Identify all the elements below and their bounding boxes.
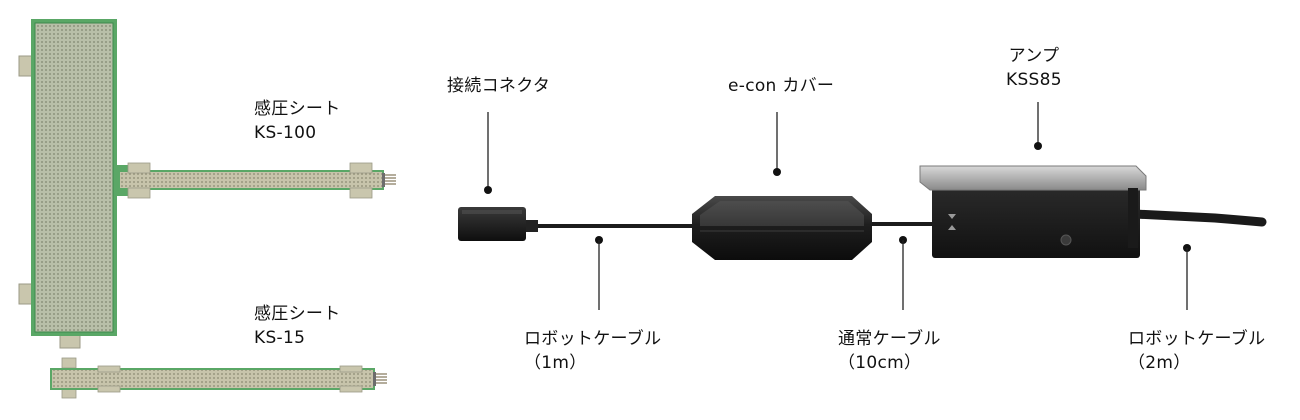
label-sensor-ks100: 感圧シート KS-100 <box>254 97 341 145</box>
label-amp: アンプ KSS85 <box>1006 44 1062 92</box>
label-connector: 接続コネクタ <box>447 74 550 98</box>
robot-cable-1m-label: ロボットケーブル <box>524 329 662 349</box>
label-sensor-ks15: 感圧シート KS-15 <box>254 302 341 350</box>
leader-econ <box>773 112 781 176</box>
connector-plug <box>458 207 538 241</box>
sensor-ks15-name: 感圧シート <box>254 304 341 324</box>
leader-amp <box>1034 102 1042 150</box>
econ-cover-label: e-con カバー <box>728 76 835 96</box>
amp-indicator-top <box>948 214 956 219</box>
label-robot-cable-1m: ロボットケーブル （1m） <box>524 327 661 375</box>
robot-cable-1m-length: （1m） <box>524 353 587 373</box>
connector-label: 接続コネクタ <box>447 76 551 96</box>
terminal-pins-ks100 <box>385 174 396 185</box>
cable-assembly <box>535 209 1267 228</box>
amp-dial <box>1060 234 1072 246</box>
robot-cable-2m-label: ロボットケーブル <box>1128 329 1266 349</box>
robot-cable-2m <box>1130 209 1267 227</box>
terminal-pins-ks15 <box>376 373 387 384</box>
amp-name: アンプ <box>1008 46 1060 66</box>
amp-unit <box>919 165 1147 258</box>
sensor-ks100-model: KS-100 <box>254 123 317 143</box>
label-robot-cable-2m: ロボットケーブル （2m） <box>1128 327 1265 375</box>
pressure-sheet-ks15 <box>50 357 387 399</box>
leader-robot-cable-1m <box>595 236 603 310</box>
leader-normal-cable <box>899 236 907 310</box>
pressure-sheet-ks100 <box>18 19 396 349</box>
normal-cable-length: （10cm） <box>838 353 922 373</box>
label-normal-cable: 通常ケーブル （10cm） <box>838 327 941 375</box>
sensor-ks15-model: KS-15 <box>254 328 306 348</box>
label-econ-cover: e-con カバー <box>728 74 834 98</box>
robot-cable-2m-length: （2m） <box>1128 353 1191 373</box>
amp-model: KSS85 <box>1006 70 1062 90</box>
amp-indicator-bottom <box>948 225 956 230</box>
sensor-ks100-name: 感圧シート <box>254 99 341 119</box>
leader-robot-cable-2m <box>1183 244 1191 310</box>
normal-cable-label: 通常ケーブル <box>838 329 941 349</box>
leader-connector <box>484 112 492 194</box>
econ-cover-body <box>692 196 872 260</box>
